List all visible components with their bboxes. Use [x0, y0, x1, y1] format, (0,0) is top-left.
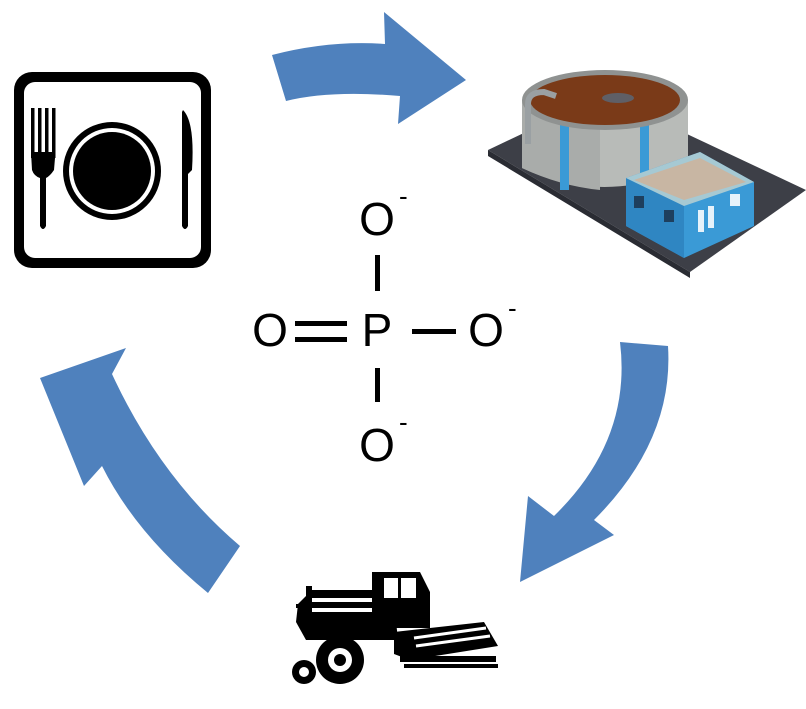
phosphorus: P: [362, 304, 393, 356]
phosphate-formula: O - O P O - O -: [252, 181, 517, 471]
wastewater-treatment-plant-icon: [488, 70, 806, 278]
charge-top: -: [399, 181, 408, 211]
oxygen-left: O: [252, 304, 288, 356]
bond-right: [412, 329, 456, 334]
combine-harvester-icon: [292, 572, 498, 684]
arrow-farming-to-food: [40, 348, 240, 593]
arrow-treatment-to-farming: [520, 342, 669, 582]
charge-bottom: -: [399, 407, 408, 437]
bond-bottom: [375, 368, 380, 402]
oxygen-right: O: [468, 304, 504, 356]
plate-fork-knife-icon: [14, 72, 211, 268]
oxygen-bottom: O: [359, 419, 395, 471]
cycle-arrows: [40, 12, 669, 593]
double-bond-upper: [295, 321, 347, 326]
double-bond-lower: [295, 337, 347, 342]
bond-top: [375, 255, 380, 291]
charge-right: -: [508, 293, 517, 323]
oxygen-top: O: [359, 193, 395, 245]
arrow-food-to-treatment: [272, 12, 466, 124]
